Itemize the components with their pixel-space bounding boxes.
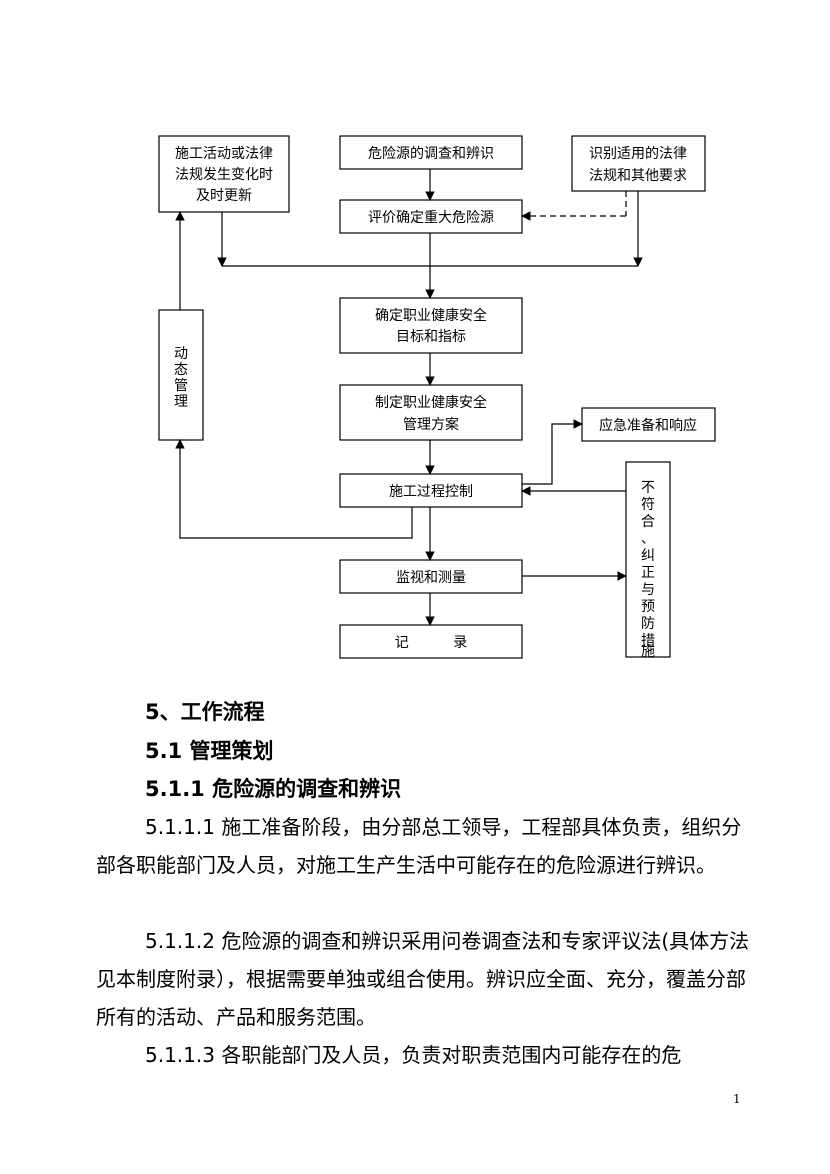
label-law-identify-1: 识别适用的法律 (589, 146, 687, 162)
label-nonconform-4: 、 (641, 531, 655, 547)
arrow-control-emergency (522, 419, 583, 485)
label-monitor: 监视和测量 (396, 570, 466, 586)
paragraph-5-1-1-1: 5.1.1.1 施工准备阶段，由分部总工领导，工程部具体负责，组织分部各职能部门… (96, 815, 742, 877)
label-objectives-2: 目标和指标 (396, 329, 466, 345)
label-nonconform-2: 符 (641, 497, 655, 513)
label-nonconform-10: 措 (641, 633, 655, 649)
flowchart: 施工活动或法律 法规发生变化时 及时更新 危险源的调查和辨识 识别适用的法律 法… (158, 135, 716, 660)
label-dynamic-3: 管 (174, 378, 188, 394)
label-nonconform-6: 正 (641, 565, 655, 581)
label-hazard-survey: 危险源的调查和辨识 (368, 146, 494, 162)
label-evaluate: 评价确定重大危险源 (368, 210, 494, 226)
label-nonconform-11: 施 (641, 644, 655, 660)
label-dynamic-1: 动 (174, 346, 188, 362)
label-nonconform-3: 合 (641, 514, 655, 530)
label-activity-change-1: 施工活动或法律 (175, 146, 273, 162)
label-dynamic-2: 态 (174, 362, 188, 378)
subsection-heading: 5.1 管理策划 (145, 739, 274, 763)
label-record: 记 录 (395, 635, 468, 651)
label-nonconform-1: 不 (641, 480, 655, 496)
label-nonconform-5: 纠 (641, 548, 655, 564)
box-nonconform (625, 461, 671, 658)
arrow-control-dynamic (175, 439, 413, 539)
paragraph-5-1-1-2: 5.1.1.2 危险源的调查和辨识采用问卷调查法和专家评议法(具体方法见本制度附… (96, 929, 750, 1029)
box-activity-change (158, 135, 290, 213)
label-nonconform-8: 预 (641, 599, 655, 615)
label-nonconform-7: 与 (641, 582, 655, 598)
label-dynamic-4: 理 (174, 394, 188, 410)
label-activity-change-2: 法规发生变化时 (175, 167, 273, 183)
label-objectives-1: 确定职业健康安全 (375, 307, 487, 324)
page-number: 1 (733, 1092, 741, 1106)
subsubsection-heading: 5.1.1 危险源的调查和辨识 (145, 777, 402, 801)
label-plan-1: 制定职业健康安全 (375, 394, 487, 411)
label-process-control: 施工过程控制 (389, 484, 473, 500)
section-heading: 5、工作流程 (145, 700, 265, 724)
paragraph-5-1-1-3: 5.1.1.3 各职能部门及人员，负责对职责范围内可能存在的危 (145, 1043, 682, 1067)
label-activity-change-3: 及时更新 (196, 188, 252, 204)
label-law-identify-2: 法规和其他要求 (589, 168, 687, 184)
label-nonconform-9: 防 (641, 616, 655, 632)
label-plan-2: 管理方案 (403, 416, 459, 433)
box-hazard-survey (339, 135, 523, 170)
label-emergency: 应急准备和响应 (599, 417, 697, 434)
